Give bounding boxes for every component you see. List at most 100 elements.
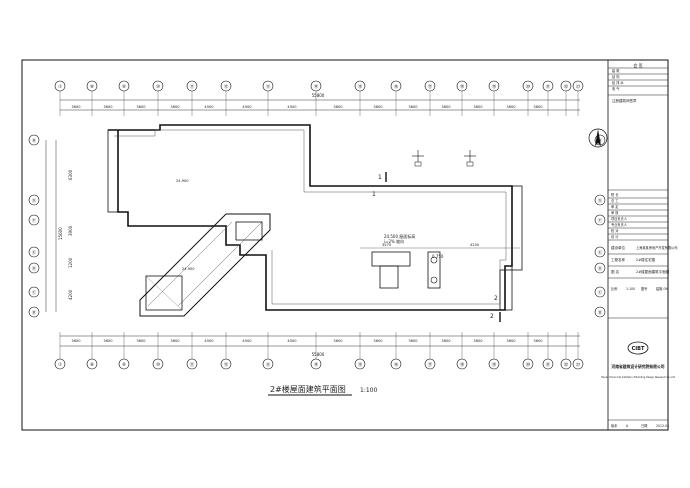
top-dim-text: 3600 — [373, 105, 383, 109]
bottom-grid-label: ⑳ — [526, 361, 531, 368]
equipment-box — [371, 251, 411, 267]
diagonal-inner-1 — [147, 221, 233, 307]
diagonal-inner-2 — [177, 221, 263, 307]
top-grid-bubble — [262, 80, 274, 92]
detail-symbol-1 — [412, 150, 424, 167]
tb-row-label: 审 核 — [611, 210, 619, 215]
tb-header: 会 签 — [633, 62, 642, 68]
tb-sign-label: 结 构 — [612, 74, 619, 79]
bottom-grid-bubble — [542, 358, 554, 370]
top-grid-label: ⑲ — [492, 83, 497, 90]
drawing-title: 2#楼屋面建筑平面图 — [270, 384, 346, 394]
tb-footer-item: 日期 — [641, 423, 647, 428]
bottom-grid-label: ⑩ — [156, 362, 160, 368]
elev-note-3: 0.750 — [432, 254, 444, 259]
bottom-dim-text: 3600 — [506, 339, 516, 343]
svg-text:CIBT: CIBT — [632, 346, 645, 352]
top-dim-text: 3600 — [533, 105, 543, 109]
tb-meta-item: 比例 — [611, 286, 617, 291]
tb-row-label: 设 计 — [611, 234, 619, 239]
bottom-grid-label: ⑪ — [190, 361, 195, 368]
note-dim-text: 3570 — [382, 243, 392, 247]
top-grid-bubble — [560, 80, 572, 92]
top-grid-label: ⑳ — [526, 83, 531, 90]
top-grid-bubble — [118, 80, 130, 92]
top-grid-bubble — [54, 80, 66, 92]
top-dim-text: 3600 — [71, 105, 81, 109]
left-grid-bubble — [28, 306, 40, 318]
section-mark-2a: 2 — [490, 313, 494, 320]
top-grid-label: ⑯ — [394, 83, 399, 90]
bottom-grid-bubble — [152, 358, 164, 370]
elev-note-1: 24.500 屋面标高 — [384, 233, 415, 239]
left-grid-label: Ⓑ — [32, 309, 37, 316]
bottom-grid-bubble — [424, 358, 436, 370]
tb-row-label: 审 定 — [611, 204, 619, 209]
tb-sheet-name: 2#楼屋面建筑平面图 — [636, 269, 670, 274]
left-grid-label: Ⓔ — [32, 249, 37, 256]
left-grid-label: Ⓖ — [32, 197, 37, 204]
tb-institute-cn: 河南省建筑设计研究院有限公司 — [610, 364, 664, 369]
bottom-grid-label: ㉓ — [576, 361, 581, 368]
tb-sign-rows: 建 筑结 构给 排 水电 气 — [608, 67, 668, 91]
top-grid-bubble — [220, 80, 232, 92]
right-grid-bubble — [594, 262, 606, 274]
left-strip — [107, 129, 119, 213]
left-grid-bubble — [28, 214, 40, 226]
top-grid-label: ⑭ — [314, 83, 319, 90]
tb-company-note: 注册建筑师签章 — [612, 98, 637, 103]
equipment-box-2 — [379, 265, 399, 289]
bottom-grid-label: ⑨ — [122, 362, 126, 368]
bottom-dim-text: 4500 — [287, 339, 297, 343]
top-dim-text: 3600 — [441, 105, 451, 109]
top-grid-label: ⑰ — [428, 83, 433, 90]
left-grid-label: Ⓓ — [32, 265, 37, 272]
right-grid-label: Ⓗ — [598, 137, 603, 144]
top-grid-label: ㉓ — [576, 83, 581, 90]
top-grid-label: ⑪ — [190, 83, 195, 90]
section-mark-1a: 1 — [378, 174, 382, 181]
bottom-dim-text: 3600 — [533, 339, 543, 343]
bottom-grid-label: ⑰ — [428, 361, 433, 368]
bottom-dim-text: 3600 — [373, 339, 383, 343]
left-grid-bubble — [28, 194, 40, 206]
top-grid-bubble — [522, 80, 534, 92]
top-grid-label: ㉒ — [564, 83, 569, 90]
tb-project-label: 工程名称 — [611, 257, 625, 262]
roof-label-a: 24.900 — [176, 179, 189, 183]
top-grid-label: ⑮ — [358, 83, 363, 90]
bottom-dim-text: 3600 — [103, 339, 113, 343]
left-dim-4: 4200 — [68, 289, 73, 300]
tb-row-label: 专业负责人 — [611, 222, 628, 227]
top-grid-bubble — [186, 80, 198, 92]
section-mark-2b: 2 — [494, 295, 498, 302]
right-grid-bubble — [594, 246, 606, 258]
bottom-grid-bubble — [186, 358, 198, 370]
right-grid-label: Ⓕ — [598, 217, 603, 224]
bottom-grid-label: ⑦ — [58, 362, 62, 368]
top-dim-text: 3600 — [473, 105, 483, 109]
left-total-dim: 15600 — [58, 227, 63, 240]
right-grid-label: Ⓖ — [598, 197, 603, 204]
bottom-grid-label: ⑬ — [266, 361, 271, 368]
bottom-grid-bubble — [118, 358, 130, 370]
top-grid-label: ⑱ — [460, 83, 465, 90]
left-grid-label: Ⓒ — [32, 289, 37, 296]
top-dim-text: 3600 — [408, 105, 418, 109]
section-mark-1b: 1 — [372, 191, 376, 198]
bottom-dim-text: 3600 — [170, 339, 180, 343]
top-grid-bubble — [310, 80, 322, 92]
top-grid-label: ⑧ — [90, 84, 94, 90]
bottom-grid-bubble — [560, 358, 572, 370]
tb-footer-item: 2012.05 — [656, 424, 669, 428]
title-block: 会 签 建 筑结 构给 排 水电 气 注册建筑师签章 院 长总 工审 定审 核项… — [601, 62, 678, 428]
top-dim-text: 3600 — [506, 105, 516, 109]
sheet-border — [21, 59, 669, 431]
tb-project: 2#楼住宅楼 — [636, 257, 656, 262]
